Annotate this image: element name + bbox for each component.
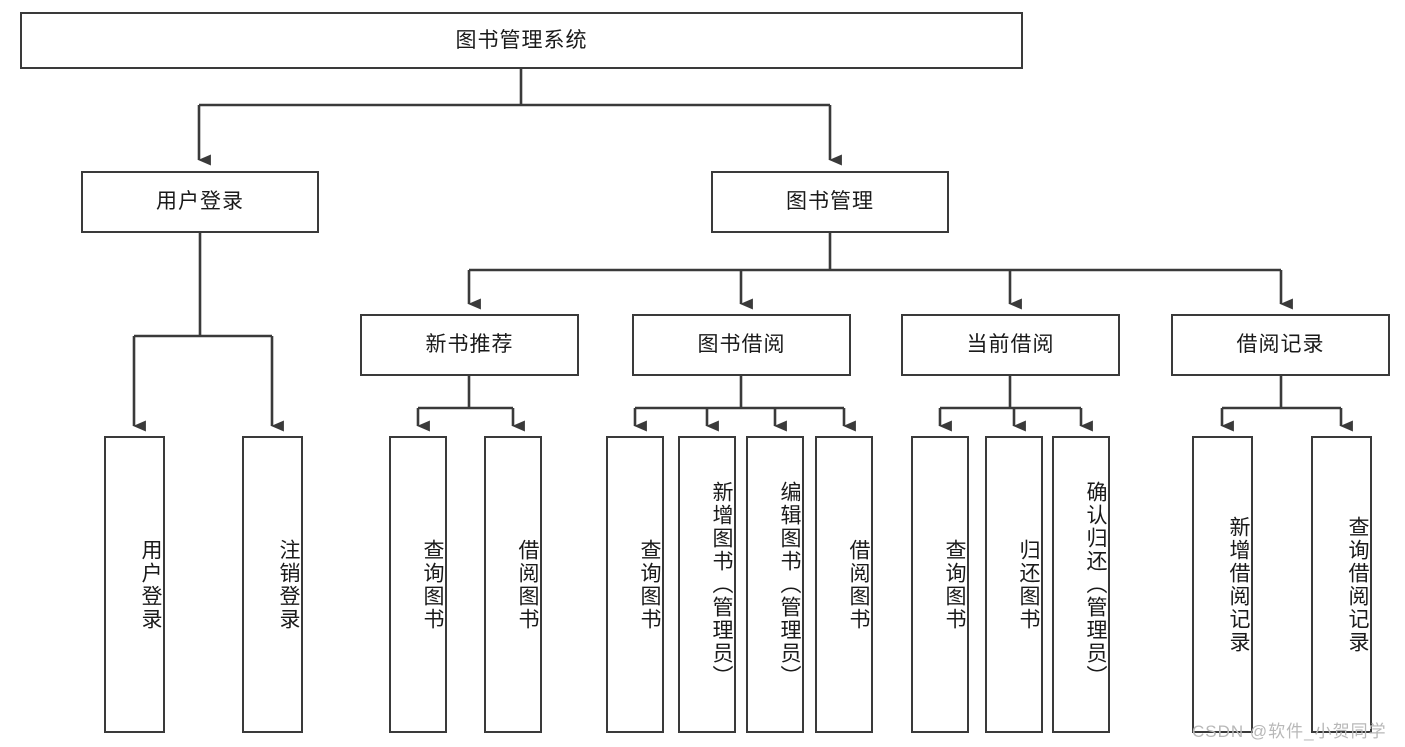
node-user-login[interactable]: 用户登录 bbox=[81, 171, 319, 233]
node-leaf-label: 新增借阅记录 bbox=[1227, 515, 1250, 654]
node-leaf-label: 注销登录 bbox=[277, 538, 300, 631]
node-borrow-record[interactable]: 借阅记录 bbox=[1171, 314, 1390, 376]
node-leaf-label: 编辑图书（管理员） bbox=[778, 481, 801, 688]
node-leaf-label: 查询图书 bbox=[638, 538, 661, 631]
node-leaf-label: 确认归还（管理员） bbox=[1084, 481, 1107, 688]
node-leaf-borrow-book-new[interactable]: 借阅图书 bbox=[484, 436, 542, 733]
node-root-system[interactable]: 图书管理系统 bbox=[20, 12, 1023, 69]
node-book-management-label: 图书管理 bbox=[786, 190, 874, 214]
node-leaf-return-book[interactable]: 归还图书 bbox=[985, 436, 1043, 733]
watermark: CSDN @软件_小贺同学 bbox=[1192, 722, 1387, 741]
node-leaf-query-book-new[interactable]: 查询图书 bbox=[389, 436, 447, 733]
node-leaf-query-borrow-record[interactable]: 查询借阅记录 bbox=[1311, 436, 1372, 733]
node-leaf-label: 查询借阅记录 bbox=[1346, 515, 1369, 654]
node-current-borrow-label: 当前借阅 bbox=[966, 333, 1055, 357]
node-leaf-label: 新增图书（管理员） bbox=[710, 481, 733, 688]
node-leaf-logout[interactable]: 注销登录 bbox=[242, 436, 303, 733]
node-new-book-recommend[interactable]: 新书推荐 bbox=[360, 314, 579, 376]
node-new-book-recommend-label: 新书推荐 bbox=[425, 333, 514, 357]
node-borrow-record-label: 借阅记录 bbox=[1236, 333, 1325, 357]
node-leaf-confirm-return-admin[interactable]: 确认归还（管理员） bbox=[1052, 436, 1110, 733]
node-leaf-user-login[interactable]: 用户登录 bbox=[104, 436, 165, 733]
node-leaf-label: 查询图书 bbox=[943, 538, 966, 631]
node-leaf-add-borrow-record[interactable]: 新增借阅记录 bbox=[1192, 436, 1253, 733]
node-leaf-label: 查询图书 bbox=[421, 538, 444, 631]
node-user-login-label: 用户登录 bbox=[156, 190, 244, 214]
node-book-borrow[interactable]: 图书借阅 bbox=[632, 314, 851, 376]
node-leaf-label: 借阅图书 bbox=[516, 538, 539, 631]
node-leaf-label: 用户登录 bbox=[139, 538, 162, 631]
node-leaf-query-book-current[interactable]: 查询图书 bbox=[911, 436, 969, 733]
node-book-management[interactable]: 图书管理 bbox=[711, 171, 949, 233]
node-leaf-label: 借阅图书 bbox=[847, 538, 870, 631]
node-root-label: 图书管理系统 bbox=[455, 28, 588, 52]
node-leaf-label: 归还图书 bbox=[1017, 538, 1040, 631]
node-leaf-borrow-book[interactable]: 借阅图书 bbox=[815, 436, 873, 733]
node-current-borrow[interactable]: 当前借阅 bbox=[901, 314, 1120, 376]
node-leaf-add-book-admin[interactable]: 新增图书（管理员） bbox=[678, 436, 736, 733]
node-book-borrow-label: 图书借阅 bbox=[697, 333, 786, 357]
node-leaf-query-book-borrow[interactable]: 查询图书 bbox=[606, 436, 664, 733]
node-leaf-edit-book-admin[interactable]: 编辑图书（管理员） bbox=[746, 436, 804, 733]
